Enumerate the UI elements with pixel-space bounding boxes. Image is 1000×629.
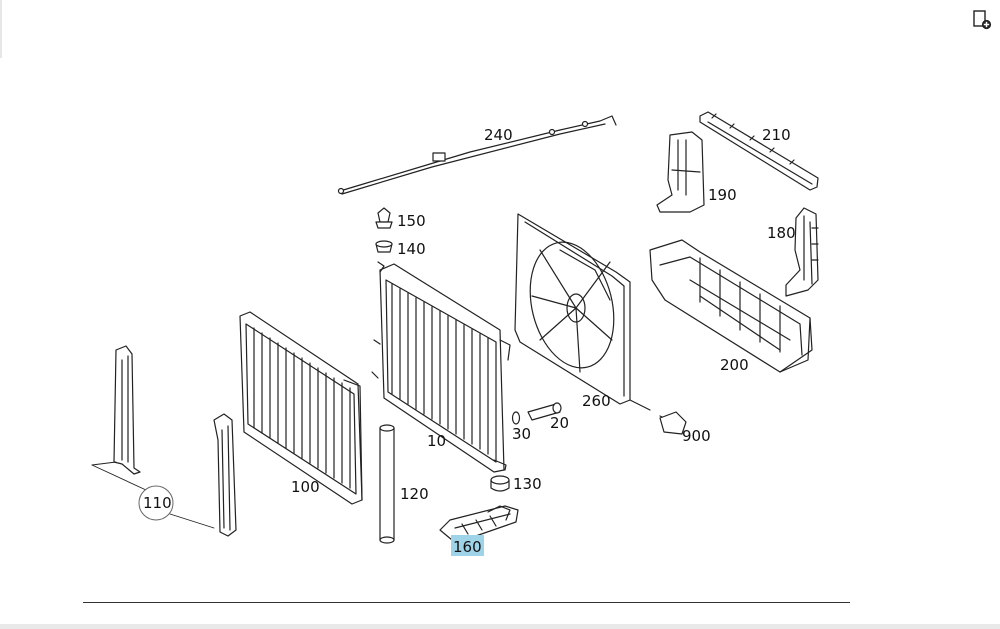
part-label-210[interactable]: 210 [762, 126, 791, 144]
part-label-140[interactable]: 140 [397, 240, 426, 258]
part-label-160[interactable]: 160 [453, 538, 482, 556]
part-110-bracket-left[interactable] [113, 345, 141, 475]
part-180-bracket[interactable] [785, 207, 819, 297]
part-160-highlight [451, 535, 484, 556]
add-to-list-button[interactable] [971, 9, 993, 31]
part-label-30[interactable]: 30 [512, 425, 531, 443]
part-100-condenser[interactable] [239, 311, 363, 505]
part-10-radiator[interactable] [371, 261, 511, 473]
part-130-cap[interactable] [490, 475, 510, 492]
part-200-air-duct[interactable] [649, 239, 813, 373]
part-20-plug[interactable] [527, 402, 562, 421]
part-label-260[interactable]: 260 [582, 392, 611, 410]
part-110-leader [91, 461, 215, 529]
part-240-cable[interactable] [337, 115, 617, 195]
part-label-900[interactable]: 900 [682, 427, 711, 445]
part-30-oring[interactable] [511, 411, 521, 425]
part-140-grommet[interactable] [375, 240, 393, 253]
part-label-180[interactable]: 180 [767, 224, 796, 242]
part-label-200[interactable]: 200 [720, 356, 749, 374]
part-260-fan-shroud[interactable] [514, 213, 677, 425]
part-label-190[interactable]: 190 [708, 186, 737, 204]
left-edge-bar [0, 0, 2, 58]
part-label-20[interactable]: 20 [550, 414, 569, 432]
part-190-panel[interactable] [656, 131, 705, 213]
document-add-icon [973, 10, 992, 30]
part-150-clip[interactable] [375, 207, 393, 229]
part-160-cover[interactable] [439, 505, 519, 541]
bottom-divider [83, 602, 850, 603]
part-label-150[interactable]: 150 [397, 212, 426, 230]
part-110-callout-circle [138, 485, 174, 521]
part-label-10[interactable]: 10 [427, 432, 446, 450]
part-210-trim[interactable] [699, 111, 819, 191]
part-110-bracket-right[interactable] [213, 413, 237, 537]
part-label-120[interactable]: 120 [400, 485, 429, 503]
part-120-dryer[interactable] [379, 424, 395, 544]
bottom-band [0, 624, 1000, 629]
part-label-100[interactable]: 100 [291, 478, 320, 496]
part-900-connector[interactable] [659, 411, 687, 435]
part-label-110[interactable]: 110 [143, 494, 172, 512]
part-label-130[interactable]: 130 [513, 475, 542, 493]
part-label-240[interactable]: 240 [484, 126, 513, 144]
